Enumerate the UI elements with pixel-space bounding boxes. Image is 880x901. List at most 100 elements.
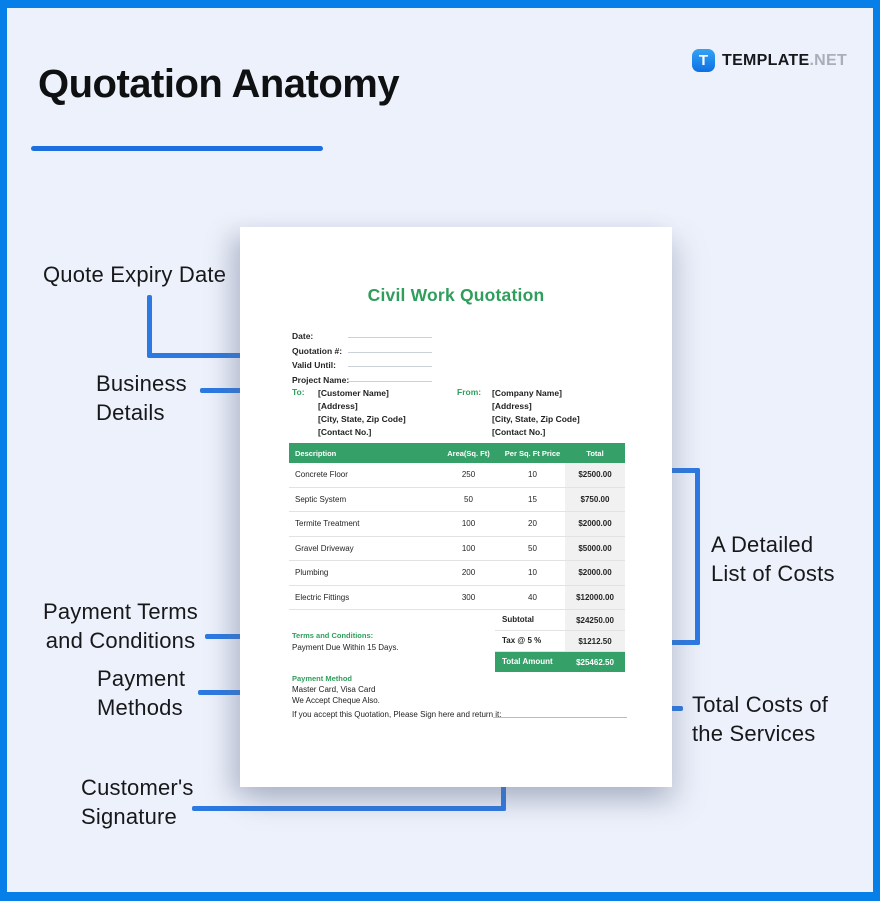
brand-name: TEMPLATE.NET <box>722 52 847 70</box>
callout-detailed-list-of-costs: A Detailed List of Costs <box>711 530 835 588</box>
table-row: Electric Fittings 300 40 $12000.00 <box>289 585 625 610</box>
to-label: To: <box>292 387 305 397</box>
column-header: Area(Sq. Ft) <box>447 448 490 458</box>
tax-value: $1212.50 <box>565 631 625 651</box>
cell-area: 100 <box>461 543 476 553</box>
title-underline <box>31 146 323 151</box>
callout-line: Business <box>96 371 187 396</box>
table-row: Gravel Driveway 100 50 $5000.00 <box>289 536 625 561</box>
tax-label: Tax @ 5 % <box>502 636 542 645</box>
from-line: [Company Name] <box>492 388 562 398</box>
payment-method-line: We Accept Cheque Also. <box>292 695 380 705</box>
page-title: Quotation Anatomy <box>38 62 400 106</box>
arrow-segment <box>198 690 267 695</box>
from-address-block: [Company Name] [Address] [City, State, Z… <box>492 387 580 439</box>
cell-total: $750.00 <box>565 487 625 511</box>
field-label: Valid Until: <box>292 360 336 370</box>
table-row: Septic System 50 15 $750.00 <box>289 487 625 512</box>
from-line: [Contact No.] <box>492 427 546 437</box>
arrow-segment <box>147 295 152 357</box>
signature-line <box>493 717 627 718</box>
summary-block: Subtotal $24250.00 Tax @ 5 % $1212.50 To… <box>495 610 625 672</box>
field-label: Quotation #: <box>292 345 343 356</box>
quotation-document: Civil Work Quotation Date: Quotation #: … <box>240 227 672 787</box>
arrow-segment <box>205 634 267 639</box>
project-name-input-line <box>348 380 432 382</box>
cell-total: $2000.00 <box>565 512 625 536</box>
cell-price: 10 <box>528 568 537 578</box>
callout-quote-expiry-date: Quote Expiry Date <box>43 260 226 289</box>
cell-price: 40 <box>528 592 537 602</box>
total-amount-label: Total Amount <box>502 657 553 666</box>
table-row: Concrete Floor 250 10 $2500.00 <box>289 463 625 488</box>
cell-area: 300 <box>461 592 476 602</box>
callout-line: A Detailed <box>711 532 814 557</box>
cell-area: 100 <box>461 519 476 529</box>
frame-border-left <box>0 0 7 901</box>
field-label: Project Name: <box>292 374 350 385</box>
cell-area: 200 <box>461 568 476 578</box>
to-line: [Address] <box>318 401 358 411</box>
table-row: Termite Treatment 100 20 $2000.00 <box>289 512 625 537</box>
arrow-segment <box>648 468 700 473</box>
cell-price: 10 <box>528 470 537 480</box>
frame-border-right <box>873 0 880 901</box>
callout-line: the Services <box>692 721 816 746</box>
date-input-line <box>348 337 432 338</box>
cell-description: Termite Treatment <box>295 519 360 529</box>
subtotal-row: Subtotal $24250.00 <box>495 610 625 631</box>
table-row: Plumbing 200 10 $2000.00 <box>289 561 625 586</box>
to-line: [Contact No.] <box>318 427 372 437</box>
brand-name-suffix: .NET <box>809 51 848 69</box>
total-amount-value: $25462.50 <box>576 657 614 667</box>
callout-line: Payment <box>97 666 186 691</box>
from-line: [City, State, Zip Code] <box>492 414 580 424</box>
cell-area: 250 <box>461 470 476 480</box>
subtotal-value: $24250.00 <box>565 610 625 630</box>
callout-payment-terms: Payment Terms and Conditions <box>28 597 213 655</box>
payment-method-heading: Payment Method <box>292 674 353 683</box>
callout-total-costs: Total Costs of the Services <box>692 690 828 748</box>
brand-logo: T TEMPLATE.NET <box>692 49 847 72</box>
frame-border-bottom <box>0 892 880 901</box>
callout-line: Total Costs of <box>692 692 829 717</box>
cell-total: $12000.00 <box>565 585 625 609</box>
to-line: [Customer Name] <box>318 388 389 398</box>
callout-line: Quote Expiry Date <box>43 262 227 287</box>
cell-price: 20 <box>528 519 537 529</box>
cell-description: Plumbing <box>295 568 329 578</box>
tax-row: Tax @ 5 % $1212.50 <box>495 631 625 652</box>
cell-description: Septic System <box>295 494 347 504</box>
brand-name-bold: TEMPLATE <box>722 51 810 69</box>
from-line: [Address] <box>492 401 532 411</box>
to-line: [City, State, Zip Code] <box>318 414 406 424</box>
arrow-segment <box>200 388 267 393</box>
callout-line: Methods <box>97 695 183 720</box>
field-row-project-name: Project Name: <box>292 370 452 385</box>
arrow-segment <box>695 468 700 645</box>
document-title: Civil Work Quotation <box>367 285 545 305</box>
arrow-segment <box>192 806 506 811</box>
cell-area: 50 <box>464 494 473 504</box>
cell-description: Electric Fittings <box>295 592 350 602</box>
cell-description: Concrete Floor <box>295 470 348 480</box>
to-address-block: [Customer Name] [Address] [City, State, … <box>318 387 406 439</box>
total-amount-row: Total Amount $25462.50 <box>495 652 625 672</box>
column-header: Per Sq. Ft Price <box>504 448 561 458</box>
callout-line: Details <box>96 400 165 425</box>
table-header-row: Description Area(Sq. Ft) Per Sq. Ft Pric… <box>289 443 625 463</box>
callout-payment-methods: Payment Methods <box>97 664 185 722</box>
cell-total: $5000.00 <box>565 536 625 560</box>
callout-line: Signature <box>81 804 177 829</box>
template-t-icon: T <box>692 49 715 72</box>
cell-total: $2000.00 <box>565 561 625 585</box>
payment-method-line: Master Card, Visa Card <box>292 685 376 694</box>
cell-total: $2500.00 <box>565 463 625 487</box>
callout-business-details: Business Details <box>96 369 187 427</box>
column-header: Total <box>586 448 604 458</box>
field-label: Date: <box>292 331 314 341</box>
callout-line: Payment Terms <box>42 599 199 624</box>
frame-border-top <box>0 0 880 8</box>
field-row-quotation-number: Quotation #: <box>292 341 452 356</box>
callout-customers-signature: Customer's Signature <box>81 773 194 831</box>
